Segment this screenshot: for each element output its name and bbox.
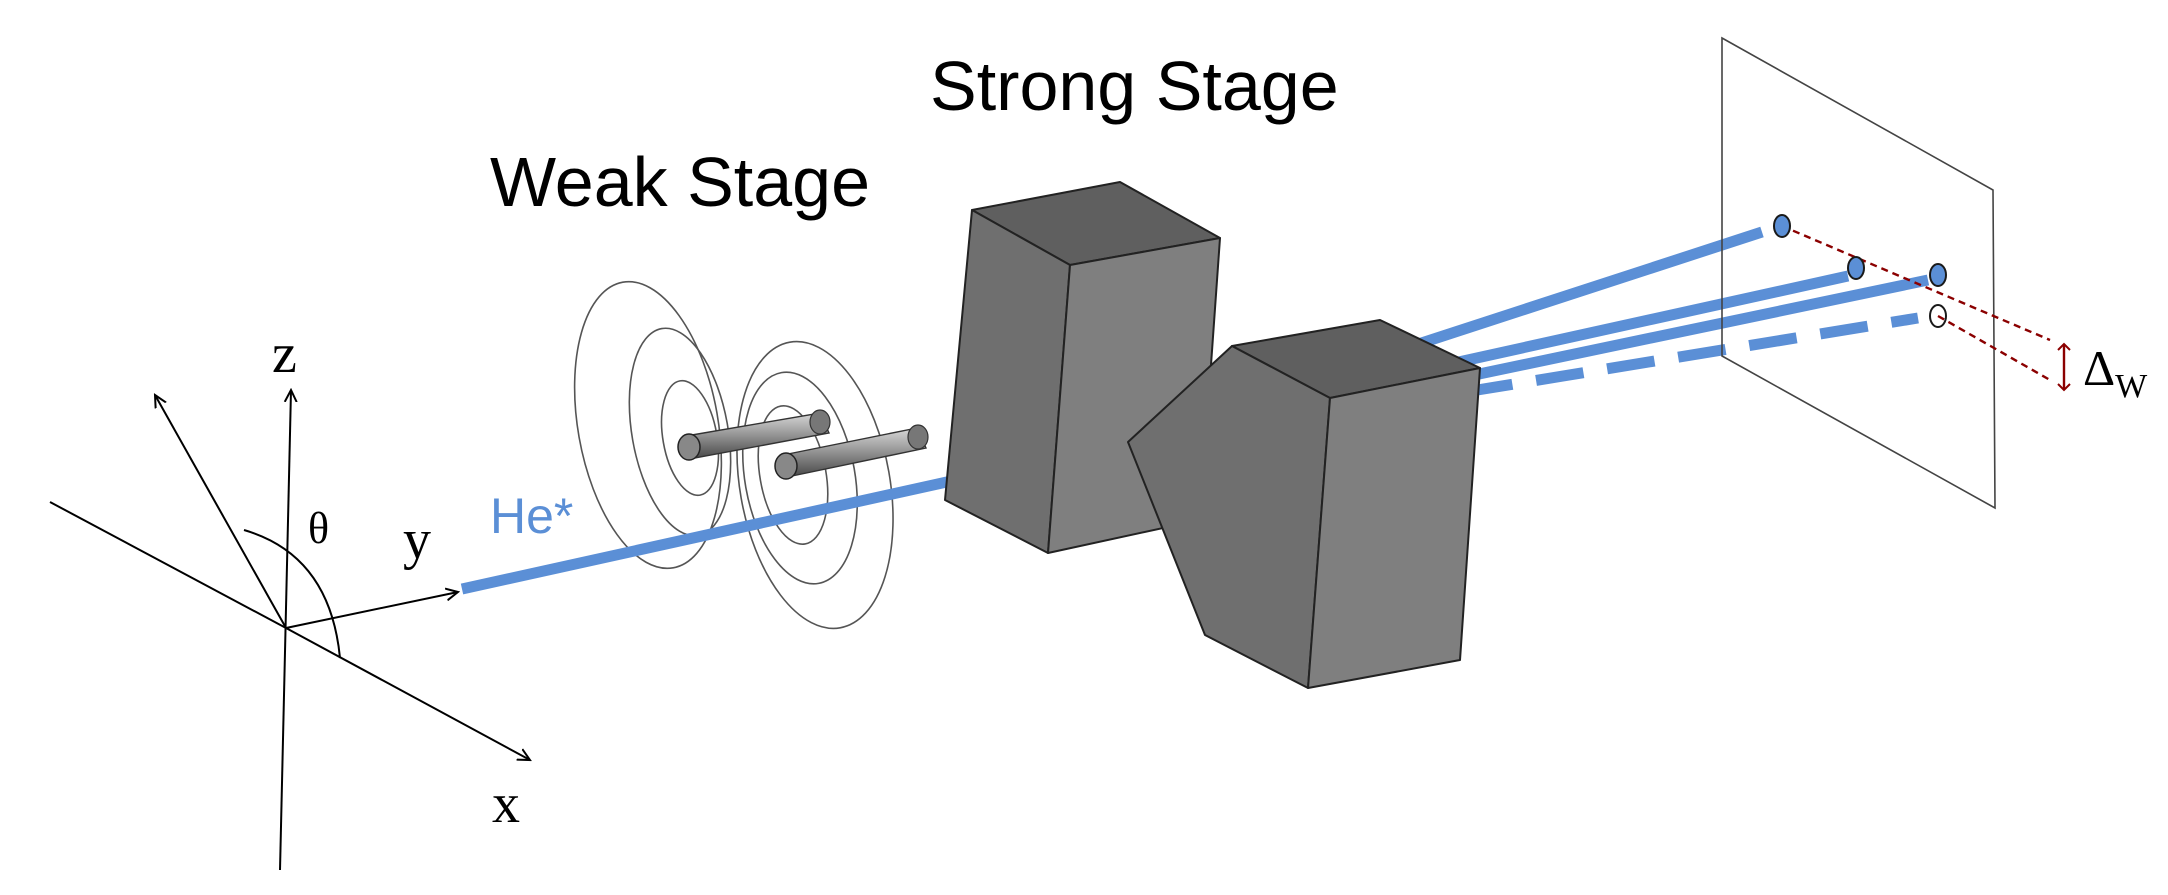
weak-stage bbox=[573, 280, 929, 630]
beam-branch-2 bbox=[1443, 270, 1850, 371]
axis-tilted-line bbox=[155, 395, 287, 629]
magnet-block-front bbox=[1127, 319, 1481, 689]
strong-stage-label: Strong Stage bbox=[930, 47, 1339, 125]
axis-x-line bbox=[285, 627, 530, 760]
deflection-rod-lower bbox=[774, 424, 929, 480]
axis-y-line bbox=[285, 592, 458, 629]
deflection-rod-upper bbox=[677, 409, 831, 461]
axis-horizontal-line bbox=[49, 501, 287, 629]
impact-spot-4 bbox=[1929, 304, 1947, 328]
magnet-block-back bbox=[944, 181, 1221, 554]
theta-arc bbox=[243, 529, 341, 659]
beam-branch-dashed bbox=[1464, 312, 1919, 398]
delta-symbol: Δ bbox=[2083, 340, 2115, 396]
delta-subscript: W bbox=[2115, 368, 2148, 405]
axis-z-label: z bbox=[272, 323, 297, 385]
axis-vertical-line bbox=[279, 390, 291, 871]
weak-stage-label: Weak Stage bbox=[490, 143, 870, 221]
beam-branch-1 bbox=[1398, 226, 1764, 356]
axis-y-label: y bbox=[403, 509, 431, 571]
coordinate-axes bbox=[49, 390, 530, 871]
beam-branch-3 bbox=[1458, 274, 1930, 384]
detection-screen bbox=[1721, 36, 1996, 510]
impact-spot-1 bbox=[1773, 214, 1791, 238]
displacement-lines bbox=[1781, 224, 2051, 382]
impact-spot-2 bbox=[1847, 256, 1865, 280]
impact-spot-3 bbox=[1929, 263, 1947, 287]
theta-label: θ bbox=[308, 504, 329, 553]
delta-w-label: ΔW bbox=[2083, 340, 2148, 405]
axis-x-label: x bbox=[492, 773, 520, 835]
beam-label: He* bbox=[490, 488, 573, 544]
impact-spots bbox=[1773, 214, 1947, 328]
outgoing-beams bbox=[1398, 226, 1930, 398]
field-rings-right bbox=[736, 340, 894, 630]
